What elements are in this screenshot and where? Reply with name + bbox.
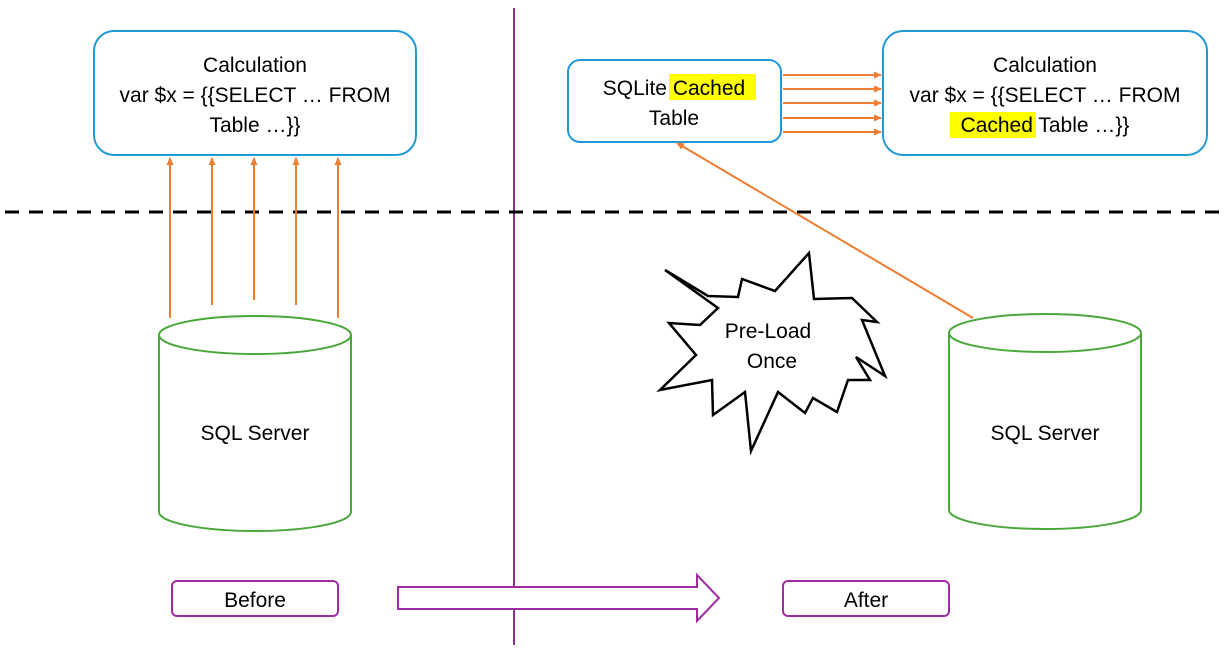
after-db-label: SQL Server <box>991 422 1100 445</box>
after-cache-arrows <box>783 71 882 136</box>
before-caption: Before <box>171 580 339 617</box>
calc-cached-highlight <box>950 112 1036 138</box>
after-calc-line2: var $x = {{SELECT … FROM <box>910 84 1181 107</box>
preload-burst: Pre-Load Once <box>656 250 888 456</box>
before-calc-line2: var $x = {{SELECT … FROM <box>120 84 391 107</box>
after-sql-server-cylinder: SQL Server <box>948 313 1142 530</box>
before-calc-line3: Table …}} <box>209 114 300 137</box>
after-calc-line3: Cached Table …}} <box>961 114 1130 137</box>
after-cache-line1: SQLite Cached <box>603 77 745 100</box>
before-query-arrows <box>166 157 342 318</box>
before-caption-text: Before <box>224 589 286 612</box>
after-calc-line1: Calculation <box>993 54 1097 77</box>
after-cache-line2: Table <box>649 107 699 130</box>
after-calculation-box: Calculation var $x = {{SELECT … FROM Cac… <box>882 30 1208 156</box>
before-calculation-box: Calculation var $x = {{SELECT … FROM Tab… <box>93 30 417 156</box>
before-calc-line1: Calculation <box>203 54 307 77</box>
after-caption-text: After <box>844 589 888 612</box>
after-cache-box: SQLite Cached Table <box>567 59 782 143</box>
cache-highlight <box>669 74 756 100</box>
preload-arrow <box>676 142 974 319</box>
before-sql-server-cylinder: SQL Server <box>158 315 352 532</box>
before-db-label: SQL Server <box>201 422 310 445</box>
after-caption: After <box>782 580 950 617</box>
transition-arrow <box>397 572 721 624</box>
burst-line2: Once <box>747 350 797 373</box>
burst-line1: Pre-Load <box>725 320 811 343</box>
